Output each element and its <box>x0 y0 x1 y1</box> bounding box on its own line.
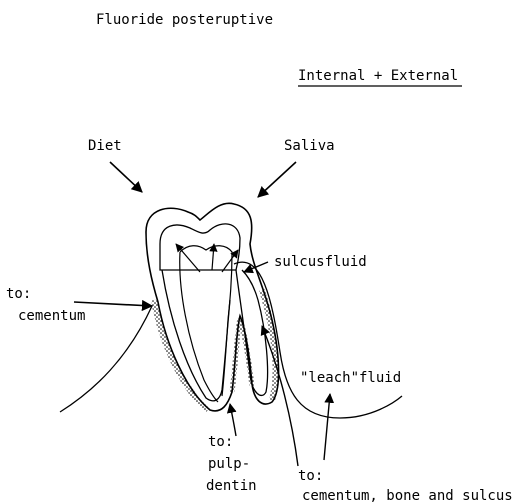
label-to-cementum-2: cementum <box>18 308 85 324</box>
to-bone-arrow <box>262 326 298 466</box>
label-sulcus-fluid: sulcusfluid <box>274 254 367 270</box>
internal-arrow-center <box>212 244 214 270</box>
root-left-dentin <box>162 270 230 401</box>
label-to-pulp-2: pulp- <box>208 456 250 472</box>
label-to-bone-2: cementum, bone and sulcus <box>302 488 513 504</box>
cementum-left <box>154 300 208 410</box>
label-to-bone-1: to: <box>298 468 323 484</box>
label-leach-fluid: "leach"fluid <box>300 370 401 386</box>
label-to-cementum-1: to: <box>6 286 31 302</box>
tooth-outline <box>146 203 279 411</box>
diet-arrow <box>110 162 142 192</box>
to-cementum-arrow <box>74 302 152 306</box>
diagram-subtitle: Internal + External <box>298 68 458 84</box>
saliva-arrow <box>258 162 296 197</box>
leach-fluid-arrow <box>324 394 330 460</box>
cementum-inter-radicular <box>232 318 252 392</box>
label-diet: Diet <box>88 138 122 154</box>
to-pulp-arrow <box>230 404 236 436</box>
label-to-pulp-1: to: <box>208 434 233 450</box>
internal-arrow-right <box>222 250 238 272</box>
label-to-pulp-3: dentin <box>206 478 257 494</box>
diagram-title: Fluoride posteruptive <box>96 12 273 28</box>
label-saliva: Saliva <box>284 138 335 154</box>
